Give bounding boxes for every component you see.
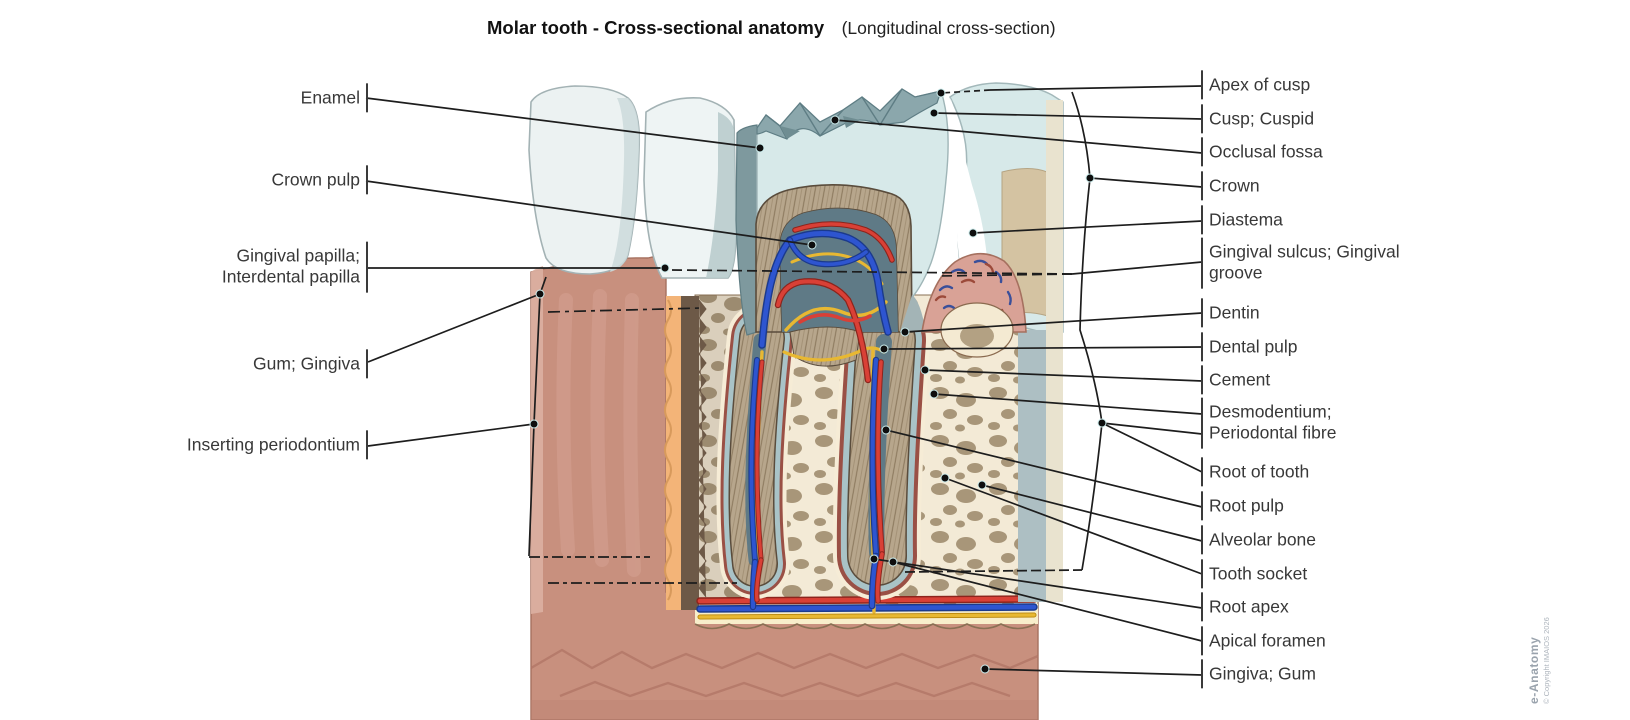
leader-dots <box>529 88 1107 674</box>
label-cusp-cuspid[interactable]: Cusp; Cuspid <box>1200 104 1315 135</box>
label-gum-gingiva[interactable]: Gum; Gingiva <box>253 349 368 380</box>
label-apex-of-cusp[interactable]: Apex of cusp <box>1200 70 1311 101</box>
label-crown[interactable]: Crown <box>1201 171 1260 202</box>
leader-lines <box>365 85 1203 676</box>
label-diastema[interactable]: Diastema <box>1201 205 1283 236</box>
cut-face-beige-strip <box>1046 100 1063 602</box>
label-crown-pulp[interactable]: Crown pulp <box>271 165 368 196</box>
neighbor-tooth-left-1[interactable] <box>528 85 641 275</box>
dashed-guides <box>529 89 1083 584</box>
title-subtitle: (Longitudinal cross-section) <box>841 18 1056 38</box>
label-dental-pulp[interactable]: Dental pulp <box>1201 332 1298 363</box>
watermark: e-Anatomy © Copyright IMAIOS 2026 <box>1527 544 1551 704</box>
watermark-copyright: © Copyright IMAIOS 2026 <box>1542 617 1551 704</box>
title-main: Molar tooth - Cross-sectional anatomy <box>487 17 825 38</box>
label-gingiva-gum[interactable]: Gingiva; Gum <box>1201 659 1316 690</box>
label-gingival-sulcus[interactable]: Gingival sulcus; Gingival groove <box>1201 237 1400 289</box>
left-bracket <box>528 276 547 557</box>
label-dentin[interactable]: Dentin <box>1201 298 1260 329</box>
label-apical-foramen[interactable]: Apical foramen <box>1201 626 1326 657</box>
label-cement[interactable]: Cement <box>1200 365 1271 396</box>
right-bracket <box>1071 91 1103 571</box>
neighbor-tooth-left-2[interactable] <box>643 96 737 279</box>
label-tooth-socket[interactable]: Tooth socket <box>1200 559 1308 590</box>
label-root-apex[interactable]: Root apex <box>1201 592 1289 623</box>
label-occlusal-fossa[interactable]: Occlusal fossa <box>1201 137 1323 168</box>
label-inserting-periodontium[interactable]: Inserting periodontium <box>186 430 369 461</box>
label-root-of-tooth[interactable]: Root of tooth <box>1200 457 1310 488</box>
pulp-vessels-nerves <box>758 221 895 384</box>
root-vessels <box>748 348 885 614</box>
label-desmodentium[interactable]: Desmodentium; Periodontal fibre <box>1200 397 1337 449</box>
watermark-brand: e-Anatomy <box>1527 636 1541 704</box>
label-enamel[interactable]: Enamel <box>300 83 369 114</box>
page-title: Molar tooth - Cross-sectional anatomy (L… <box>487 17 1056 39</box>
label-gingival-papilla[interactable]: Gingival papilla; Interdental papilla <box>221 241 369 293</box>
label-root-pulp[interactable]: Root pulp <box>1201 491 1284 522</box>
occlusal-cut-surface <box>756 88 942 140</box>
label-alveolar-bone[interactable]: Alveolar bone <box>1200 525 1317 556</box>
inserting-periodontium-strip[interactable] <box>664 296 707 610</box>
